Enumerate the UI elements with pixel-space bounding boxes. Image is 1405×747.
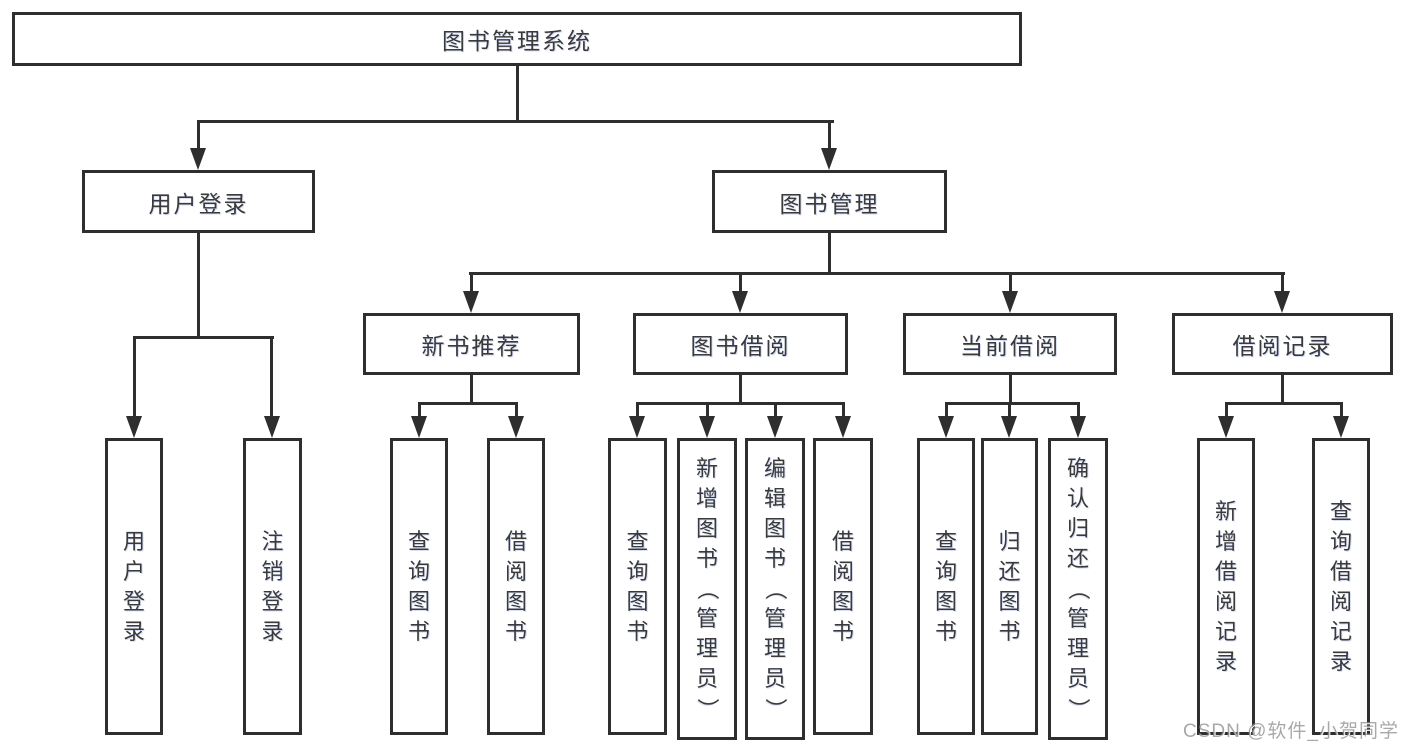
connector-drop-g1c0 — [636, 402, 639, 418]
node-book-borrow: 图书借阅 — [633, 313, 848, 375]
node-book-borrow-label: 图书借阅 — [690, 333, 791, 359]
connector-borrowrecords-stem — [1281, 375, 1284, 404]
connector-drop-g0c0 — [418, 402, 421, 418]
connector-currentborrow-stem — [1009, 375, 1012, 404]
connector-userlogin-rail — [133, 336, 274, 339]
arrowhead-g2c1 — [1001, 416, 1017, 438]
leaf-return-books: 归还图书 — [981, 438, 1038, 735]
connector-root-stem — [516, 66, 519, 122]
connector-drop-borrowrecords — [1281, 272, 1284, 293]
leaf-borrow-books: 借阅图书 — [813, 438, 873, 735]
connector-bookborrow-rail — [636, 402, 845, 405]
arrowhead-g2c0 — [938, 416, 954, 438]
connector-drop-leaf-login — [133, 336, 136, 418]
connector-root-rail — [197, 120, 834, 123]
connector-bookmgmt-stem — [828, 232, 831, 274]
leaf-add-books-admin: 新增图书（管理员） — [677, 438, 737, 740]
leaf-logout: 注销登录 — [243, 438, 302, 735]
connector-drop-g3c1 — [1340, 402, 1343, 418]
connector-drop-g2c0 — [945, 402, 948, 418]
node-book-management-label: 图书管理 — [779, 190, 880, 217]
connector-drop-leaf-logout — [270, 336, 273, 418]
connector-drop-g2c1 — [1008, 402, 1011, 418]
connector-drop-book-management — [828, 120, 831, 150]
node-library-system: 图书管理系统 — [12, 12, 1022, 66]
node-user-login-label: 用户登录 — [148, 190, 249, 217]
connector-drop-bookborrow — [739, 272, 742, 293]
node-book-management: 图书管理 — [712, 170, 947, 233]
node-user-login: 用户登录 — [82, 170, 315, 233]
connector-drop-g1c2 — [774, 402, 777, 418]
arrowhead-g1c0 — [629, 416, 645, 438]
arrowhead-g3c0 — [1218, 416, 1234, 438]
connector-drop-newbook — [470, 272, 473, 293]
connector-newbook-rail — [418, 402, 518, 405]
connector-newbook-stem — [470, 375, 473, 404]
connector-bookmgmt-rail — [469, 272, 1285, 275]
connector-drop-currentborrow — [1009, 272, 1012, 293]
arrowhead-g1c3 — [835, 416, 851, 438]
node-current-borrow: 当前借阅 — [903, 313, 1117, 375]
node-borrow-records: 借阅记录 — [1172, 313, 1393, 375]
leaf-query-books-borrow: 查询图书 — [608, 438, 667, 735]
node-new-book-recommend: 新书推荐 — [363, 313, 580, 375]
arrowhead-leaf-login — [126, 416, 142, 438]
connector-drop-g1c3 — [842, 402, 845, 418]
watermark: CSDN @软件_小贺同学 — [1183, 721, 1399, 742]
arrowhead-user-login — [190, 148, 206, 170]
arrowhead-g3c1 — [1333, 416, 1349, 438]
node-library-system-label: 图书管理系统 — [442, 28, 592, 54]
connector-drop-g3c0 — [1225, 402, 1228, 418]
connector-drop-g2c2 — [1077, 402, 1080, 418]
arrowhead-g1c1 — [699, 416, 715, 438]
leaf-user-login: 用户登录 — [105, 438, 163, 735]
connector-userlogin-stem — [197, 232, 200, 339]
leaf-confirm-return-admin: 确认归还（管理员） — [1048, 438, 1108, 740]
leaf-add-borrow-record: 新增借阅记录 — [1197, 438, 1255, 735]
connector-drop-user-login — [197, 120, 200, 150]
connector-bookborrow-stem — [739, 375, 742, 404]
node-new-book-recommend-label: 新书推荐 — [421, 333, 522, 359]
node-current-borrow-label: 当前借阅 — [960, 333, 1060, 359]
arrowhead-leaf-logout — [264, 416, 280, 438]
connector-currentborrow-rail — [945, 402, 1080, 405]
node-borrow-records-label: 借阅记录 — [1232, 333, 1333, 359]
arrowhead-newbook — [463, 291, 479, 313]
arrowhead-borrowrecords — [1274, 291, 1290, 313]
connector-drop-g0c1 — [515, 402, 518, 418]
leaf-query-borrow-record: 查询借阅记录 — [1312, 438, 1370, 735]
arrowhead-book-management — [821, 148, 837, 170]
leaf-query-books-current: 查询图书 — [917, 438, 975, 735]
leaf-borrow-books-recommend: 借阅图书 — [487, 438, 545, 735]
leaf-edit-books-admin: 编辑图书（管理员） — [745, 438, 805, 740]
arrowhead-g0c0 — [411, 416, 427, 438]
arrowhead-currentborrow — [1002, 291, 1018, 313]
arrowhead-g1c2 — [767, 416, 783, 438]
arrowhead-bookborrow — [732, 291, 748, 313]
leaf-query-books-recommend: 查询图书 — [390, 438, 448, 735]
arrowhead-g0c1 — [508, 416, 524, 438]
connector-drop-g1c1 — [706, 402, 709, 418]
arrowhead-g2c2 — [1070, 416, 1086, 438]
connector-borrowrecords-rail — [1225, 402, 1343, 405]
